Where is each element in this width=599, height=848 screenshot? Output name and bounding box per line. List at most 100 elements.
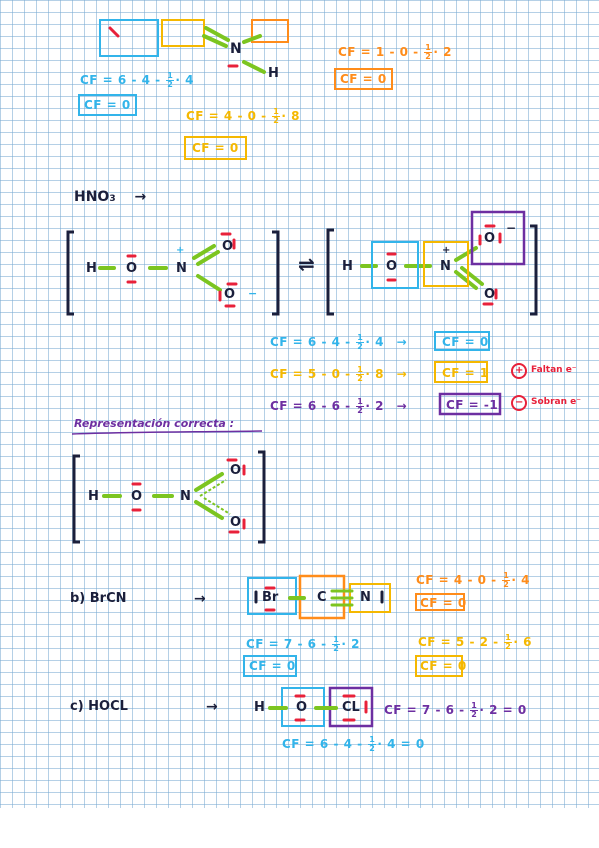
right-blue-box — [371, 241, 419, 289]
right-h-atom: H — [342, 259, 353, 274]
left-n-plus-sign: + — [176, 245, 185, 256]
hno3-cf1-den: 2 — [357, 342, 364, 351]
hno3-cf3-pre: CF = 6 - 6 - — [270, 399, 356, 413]
brcn-cf-blue-num: 1 — [332, 635, 341, 645]
right-bracket-close — [530, 224, 538, 316]
brcn-label: b) BrCN — [70, 591, 127, 606]
hno3-cf3-den: 2 — [357, 406, 364, 415]
top-h-atom: H — [268, 66, 279, 81]
correct-bond-n-obot-dashed — [203, 497, 231, 515]
hno3-label-sub: 3 — [109, 194, 116, 204]
brcn-c-atom: C — [317, 590, 327, 605]
hocl-cf-purple-den: 2 — [471, 710, 478, 719]
minus-circle-icon — [511, 395, 527, 411]
hno3-cf3-post: · 2 — [365, 399, 384, 413]
hno3-cf2-note-sign: + — [515, 365, 524, 376]
hno3-cf2-box — [434, 361, 488, 383]
hno3-cf3-result: CF = -1 — [446, 398, 499, 412]
correct-obot-atom: O — [230, 515, 242, 530]
correct-title: Representación correcta : — [74, 417, 234, 430]
brcn-cf-orange-den: 2 — [503, 580, 510, 589]
hocl-h-atom: H — [254, 700, 265, 715]
top-cf-orange-den: 2 — [425, 52, 432, 61]
right-bracket-open — [326, 228, 334, 316]
plus-circle-icon — [511, 363, 527, 379]
hno3-cf2-den: 2 — [357, 374, 364, 383]
correct-bracket-open — [72, 454, 80, 544]
brcn-cf-orange-pre: CF = 4 - 0 - — [416, 573, 502, 587]
hno3-cf1-arrow: → — [396, 335, 408, 349]
left-bond-n-otop-1 — [192, 244, 216, 260]
top-n-atom: N — [230, 41, 242, 57]
left-bracket-close — [272, 230, 280, 316]
brcn-cf-yellow-pre: CF = 5 - 2 - — [418, 635, 504, 649]
hno3-cf1-pre: CF = 6 - 4 - — [270, 335, 356, 349]
top-cf-blue-pre: CF = 6 - 4 - — [80, 73, 166, 87]
top-cf-orange-post: · 2 — [433, 45, 452, 59]
hno3-cf1-num: 1 — [356, 333, 365, 343]
hno3-cf2-note: Faltan e⁻ — [531, 365, 577, 375]
hno3-cf2-result: CF = 1 — [442, 366, 489, 380]
hno3-cf1-post: · 4 — [365, 335, 384, 349]
right-purple-box — [470, 210, 526, 266]
drawing-layer — [66, 19, 538, 728]
hocl-cf-blue-num: 1 — [368, 735, 377, 745]
top-cf-yellow-den: 2 — [273, 116, 280, 125]
hno3-cf1-result: CF = 0 — [442, 335, 489, 349]
top-cf-yellow-result: CF = 0 — [184, 136, 247, 160]
right-bond-n-obot-2 — [460, 266, 484, 286]
hocl-label: c) HOCL — [70, 699, 128, 714]
top-orange-box — [251, 19, 289, 43]
correct-bracket-close — [258, 450, 266, 544]
top-cf-orange-num: 1 — [424, 43, 433, 53]
correct-bond-n-otop-dashed — [199, 479, 227, 497]
hno3-cf3-arrow: → — [396, 399, 408, 413]
brcn-cf-blue-post: · 2 — [341, 637, 360, 651]
hocl-o-atom: O — [296, 700, 308, 715]
brcn-cf-yellow-den: 2 — [505, 642, 512, 651]
brcn-cf-yellow-num: 1 — [504, 633, 513, 643]
right-yellow-box — [423, 241, 469, 287]
hno3-cf3-box — [438, 392, 502, 416]
right-o-atom: O — [386, 259, 398, 274]
brcn-cf-orange-result: CF = 0 — [420, 596, 467, 610]
right-otop-atom: O — [484, 231, 496, 246]
hocl-arrow: → — [206, 699, 218, 715]
top-cf-blue-result: CF = 0 — [78, 94, 137, 116]
correct-h-atom: H — [88, 489, 99, 504]
hocl-cf-purple-num: 1 — [470, 701, 479, 711]
top-yellow-box — [161, 19, 205, 47]
correct-otop-atom: O — [230, 463, 242, 478]
hno3-cf3-note-sign: − — [515, 397, 524, 408]
hno3-cf3-num: 1 — [356, 397, 365, 407]
hno3-cf2-pre: CF = 5 - 0 - — [270, 367, 356, 381]
hocl-cf-purple-pre: CF = 7 - 6 - — [384, 703, 470, 717]
correct-n-atom: N — [180, 489, 191, 504]
hno3-cf1-box — [434, 331, 490, 351]
brcn-cf-blue-result: CF = 0 — [249, 659, 296, 673]
left-bond-n-obot — [196, 274, 222, 292]
brcn-cf-orange-num: 1 — [502, 571, 511, 581]
brcn-cf-blue-pre: CF = 7 - 6 - — [246, 637, 332, 651]
top-cf-yellow-pre: CF = 4 - 0 - — [186, 109, 272, 123]
hno3-cf2-post: · 8 — [365, 367, 384, 381]
left-bracket-open — [66, 230, 74, 316]
brcn-cf-blue-den: 2 — [333, 644, 340, 653]
left-obot-minus-sign: − — [248, 287, 258, 300]
bottom-blank-area — [0, 808, 599, 848]
left-n-atom: N — [176, 261, 187, 276]
top-green-bond-2 — [204, 26, 230, 42]
top-green-bond-3 — [242, 34, 262, 44]
right-n-atom: N — [440, 259, 451, 274]
